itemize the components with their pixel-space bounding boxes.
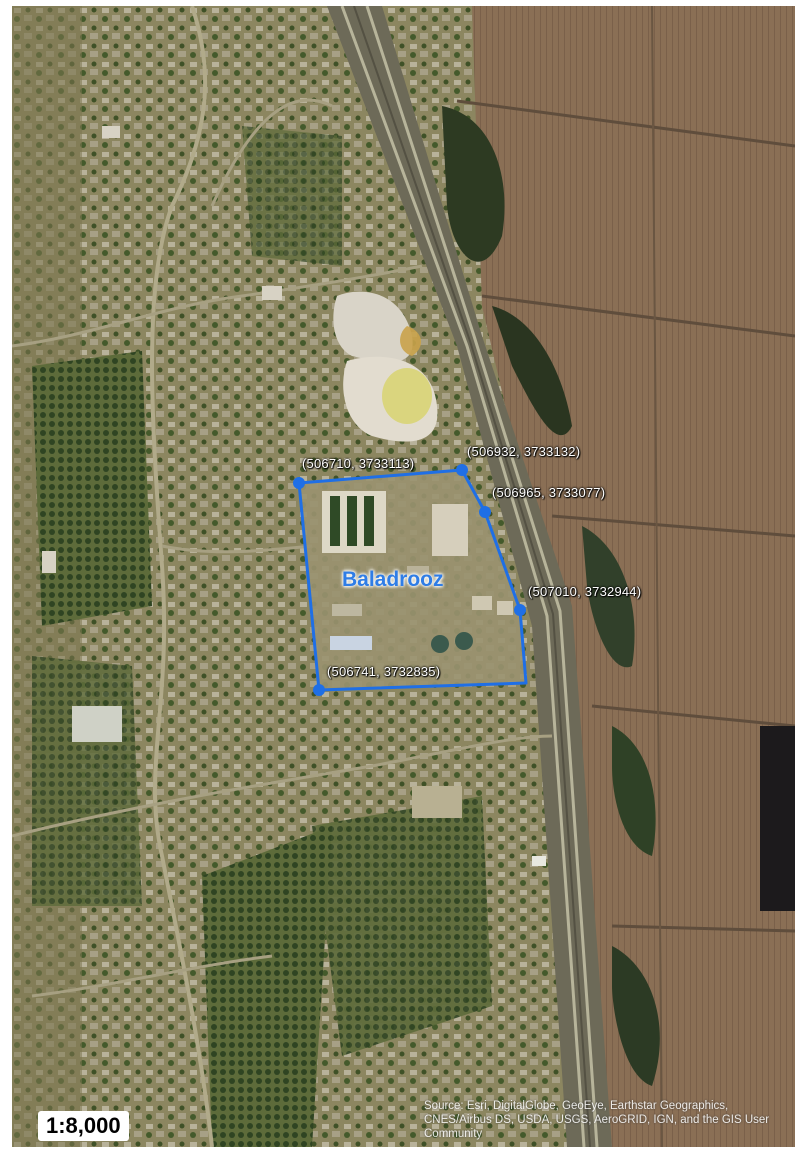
scale-indicator: 1:8,000 (38, 1111, 129, 1141)
boundary-vertex (479, 506, 491, 518)
map-attribution: Source: Esri, DigitalGlobe, GeoEye, Eart… (424, 1100, 770, 1140)
local-road (150, 6, 214, 1147)
orchard-area (242, 126, 342, 266)
boundary-vertex (514, 604, 526, 616)
orchard-area (202, 826, 332, 1147)
orchard-area (312, 796, 492, 1056)
vertex-label: (506710, 3733113) (302, 456, 415, 471)
boundary-vertex (313, 684, 325, 696)
highway (327, 6, 612, 1147)
orchard-area (32, 656, 142, 906)
farm-fields (472, 6, 795, 1147)
boundary-vertex (456, 464, 468, 476)
dark-field (760, 726, 795, 911)
vertex-label: (507010, 3732944) (528, 584, 642, 599)
site-name-label: Baladrooz (342, 568, 444, 591)
orchard-area (32, 351, 152, 626)
vertex-label: (506932, 3733132) (467, 444, 581, 459)
vertex-label: (506965, 3733077) (492, 485, 606, 500)
satellite-imagery (12, 6, 795, 1147)
boundary-vertex (293, 477, 305, 489)
quarry (333, 291, 413, 362)
vertex-label: (506741, 3732835) (327, 664, 441, 679)
satellite-map[interactable]: (506710, 3733113) (506932, 3733132) (506… (12, 6, 795, 1147)
